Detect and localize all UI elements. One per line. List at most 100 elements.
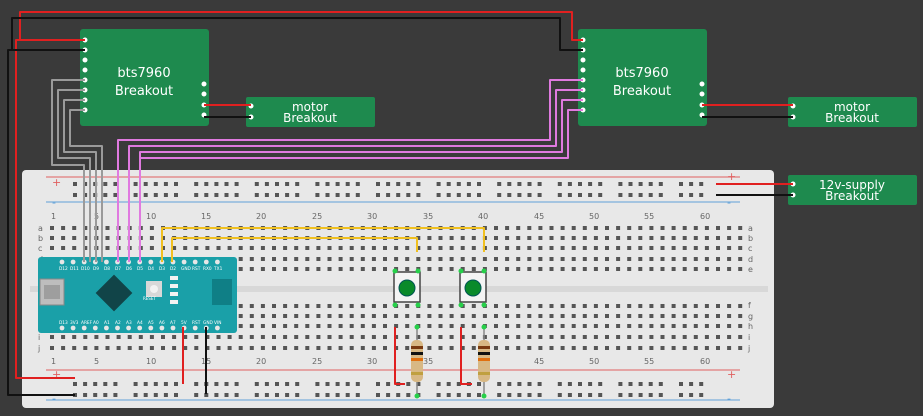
breadboard-hole[interactable] bbox=[260, 304, 265, 308]
breadboard-hole[interactable] bbox=[113, 182, 118, 186]
breadboard-hole[interactable] bbox=[699, 382, 704, 386]
breadboard-hole[interactable] bbox=[578, 193, 582, 197]
breadboard-hole[interactable] bbox=[285, 382, 290, 386]
breadboard-hole[interactable] bbox=[578, 182, 582, 186]
breadboard-hole[interactable] bbox=[549, 267, 554, 271]
12v-supply-breakout[interactable]: 12v-supply Breakout bbox=[788, 175, 917, 205]
breadboard-hole[interactable] bbox=[507, 193, 512, 197]
arduino-pin[interactable] bbox=[170, 325, 176, 331]
breadboard-hole[interactable] bbox=[438, 324, 443, 328]
wire-red[interactable] bbox=[15, 39, 85, 379]
breadboard-hole[interactable] bbox=[214, 182, 219, 186]
breadboard-hole[interactable] bbox=[727, 246, 732, 250]
breadboard-hole[interactable] bbox=[238, 257, 243, 261]
breadboard-hole[interactable] bbox=[249, 314, 254, 318]
breadboard-hole[interactable] bbox=[456, 182, 461, 186]
breadboard-hole[interactable] bbox=[494, 335, 498, 339]
breadboard-hole[interactable] bbox=[116, 335, 121, 339]
breadboard-hole[interactable] bbox=[153, 193, 158, 197]
breadboard-hole[interactable] bbox=[371, 304, 376, 308]
breadboard-hole[interactable] bbox=[660, 346, 665, 350]
breadboard-hole[interactable] bbox=[605, 314, 609, 318]
breadboard-hole[interactable] bbox=[349, 324, 354, 328]
breadboard-hole[interactable] bbox=[149, 226, 154, 230]
breadboard-hole[interactable] bbox=[582, 314, 587, 318]
breadboard-hole[interactable] bbox=[682, 304, 687, 308]
breadboard-hole[interactable] bbox=[648, 382, 653, 386]
breadboard-hole[interactable] bbox=[227, 346, 232, 350]
arduino-pin[interactable] bbox=[81, 325, 87, 331]
breadboard-hole[interactable] bbox=[618, 193, 623, 197]
breadboard-hole[interactable] bbox=[616, 346, 621, 350]
breadboard-hole[interactable] bbox=[593, 304, 598, 308]
breadboard-hole[interactable] bbox=[497, 393, 502, 397]
breadboard-hole[interactable] bbox=[260, 257, 265, 261]
breadboard-hole[interactable] bbox=[338, 346, 343, 350]
breadboard-hole[interactable] bbox=[549, 324, 554, 328]
breadboard-hole[interactable] bbox=[360, 324, 365, 328]
breadboard-hole[interactable] bbox=[105, 246, 110, 250]
breadboard-hole[interactable] bbox=[505, 246, 510, 250]
breadboard-hole[interactable] bbox=[693, 226, 698, 230]
reset-button-cap[interactable] bbox=[150, 285, 158, 293]
breadboard-hole[interactable] bbox=[194, 346, 199, 350]
resistor-2[interactable] bbox=[478, 324, 490, 399]
breadboard-hole[interactable] bbox=[727, 346, 732, 350]
breadboard-hole[interactable] bbox=[83, 236, 88, 240]
breadboard-hole[interactable] bbox=[460, 257, 465, 261]
wire-gray[interactable] bbox=[57, 89, 91, 262]
breadboard-hole[interactable] bbox=[627, 226, 632, 230]
breadboard-hole[interactable] bbox=[127, 335, 132, 339]
breadboard-hole[interactable] bbox=[693, 267, 698, 271]
breadboard-hole[interactable] bbox=[335, 382, 340, 386]
breadboard-hole[interactable] bbox=[627, 257, 632, 261]
wire-black[interactable] bbox=[11, 17, 583, 51]
breadboard-hole[interactable] bbox=[396, 182, 401, 186]
breadboard-hole[interactable] bbox=[560, 267, 565, 271]
breadboard-hole[interactable] bbox=[94, 335, 99, 339]
breadboard-hole[interactable] bbox=[315, 393, 320, 397]
breadboard-hole[interactable] bbox=[471, 346, 476, 350]
breadboard-hole[interactable] bbox=[638, 267, 643, 271]
breadboard-hole[interactable] bbox=[83, 182, 88, 186]
breadboard-hole[interactable] bbox=[516, 257, 521, 261]
breadboard-hole[interactable] bbox=[394, 335, 399, 339]
breadboard-hole[interactable] bbox=[638, 346, 643, 350]
breadboard-hole[interactable] bbox=[416, 382, 421, 386]
breadboard-hole[interactable] bbox=[571, 246, 576, 250]
breadboard-hole[interactable] bbox=[497, 182, 502, 186]
breadboard-hole[interactable] bbox=[205, 346, 210, 350]
breadboard-hole[interactable] bbox=[716, 267, 720, 271]
breadboard-hole[interactable] bbox=[238, 335, 243, 339]
breadboard-hole[interactable] bbox=[143, 393, 148, 397]
breadboard-hole[interactable] bbox=[693, 236, 698, 240]
breadboard-hole[interactable] bbox=[272, 346, 276, 350]
breadboard-hole[interactable] bbox=[560, 346, 565, 350]
breadboard-hole[interactable] bbox=[494, 236, 498, 240]
bts7960-breakout-right[interactable]: bts7960 Breakout bbox=[578, 29, 707, 126]
arduino-pin[interactable] bbox=[192, 325, 198, 331]
breadboard-hole[interactable] bbox=[648, 193, 653, 197]
breadboard-hole[interactable] bbox=[438, 304, 443, 308]
breadboard-hole[interactable] bbox=[275, 182, 279, 186]
breadboard-hole[interactable] bbox=[527, 236, 532, 240]
breadboard-hole[interactable] bbox=[94, 346, 99, 350]
breadboard-hole[interactable] bbox=[327, 246, 332, 250]
arduino-pin[interactable] bbox=[126, 325, 131, 331]
breadboard-hole[interactable] bbox=[689, 193, 694, 197]
breadboard-hole[interactable] bbox=[527, 346, 532, 350]
breadboard-hole[interactable] bbox=[727, 226, 732, 230]
breadboard-hole[interactable] bbox=[360, 257, 365, 261]
breadboard-hole[interactable] bbox=[338, 304, 343, 308]
breadboard-hole[interactable] bbox=[616, 236, 621, 240]
breadboard-hole[interactable] bbox=[249, 304, 254, 308]
breadboard-hole[interactable] bbox=[505, 346, 510, 350]
breadboard-hole[interactable] bbox=[405, 246, 410, 250]
breadboard-hole[interactable] bbox=[272, 267, 276, 271]
breadboard-hole[interactable] bbox=[560, 246, 565, 250]
breadboard-hole[interactable] bbox=[161, 346, 165, 350]
breadboard-hole[interactable] bbox=[103, 393, 108, 397]
breadboard-hole[interactable] bbox=[605, 267, 609, 271]
breadboard-hole[interactable] bbox=[338, 335, 343, 339]
breadboard-hole[interactable] bbox=[72, 335, 77, 339]
